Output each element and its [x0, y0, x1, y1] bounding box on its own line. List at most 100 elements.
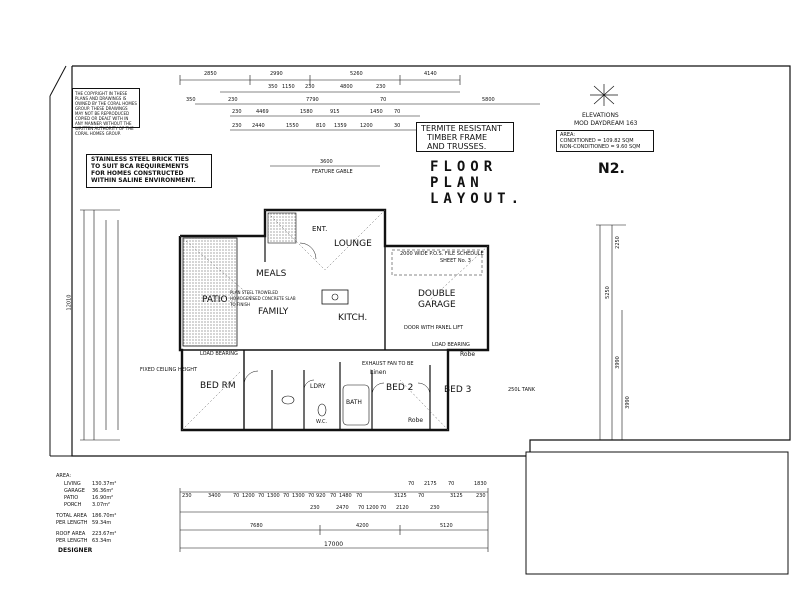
dim-top1-1: 2990: [270, 71, 283, 77]
dim-top3-4: 5800: [482, 97, 495, 103]
dim-bot1-7: 1300: [292, 493, 305, 499]
roof-area-value: 223.67m²: [92, 531, 117, 537]
dim-bot2-1: 2470: [336, 505, 349, 511]
sheet-border: [71, 65, 791, 457]
sink: [331, 293, 339, 301]
brick-note-line-1: STAINLESS STEEL BRICK TIES: [91, 156, 190, 163]
load-bearing-note: LOAD BEARING: [200, 351, 238, 357]
room-ent: ENT.: [312, 225, 328, 233]
dim-bot1-15: 3125: [450, 493, 463, 499]
sheet-left-edge: [49, 65, 67, 97]
dim-bot1-0: 230: [182, 493, 192, 499]
dim-top5-5: 1200: [360, 123, 373, 129]
dim-top2-3: 4800: [340, 84, 353, 90]
dim-top5-2: 1550: [286, 123, 299, 129]
dim-bot3-2: 5120: [440, 523, 453, 529]
dim-top5-0: 230: [232, 123, 242, 129]
non-conditioned-area: NON-CONDITIONED = 9.60 SQM: [560, 144, 641, 150]
porch-hatch: [267, 212, 297, 244]
dim-top5-3: 810: [316, 123, 326, 129]
bathtub: [342, 384, 370, 426]
bottom-dimension-lines: [179, 488, 489, 552]
floor-plan-title-3: LAYOUT.: [430, 191, 525, 207]
sheet-note: SHEET No. 3: [440, 258, 471, 264]
termite-note-line-2: TIMBER FRAME: [427, 133, 488, 142]
dim-top4-3: 915: [330, 109, 340, 115]
area-row-porch-label: PORCH: [64, 502, 82, 508]
room-family: FAMILY: [258, 307, 289, 317]
room-bath: BATH: [346, 399, 362, 406]
feature-gable-label: FEATURE GABLE: [312, 169, 353, 175]
dim-right-1: 5250: [604, 286, 611, 299]
floor-plan-title-2: PLAN: [430, 175, 484, 191]
termite-note-line-3: AND TRUSSES.: [427, 142, 487, 151]
dim-top5-6: 30: [394, 123, 401, 129]
dim-top3-2: 7790: [306, 97, 319, 103]
exhaust-fan-note: EXHAUST FAN TO BE: [362, 361, 414, 367]
dim-bot2-0: 230: [310, 505, 320, 511]
dim-top5-1: 2440: [252, 123, 265, 129]
room-ldry: LDRY: [310, 383, 326, 390]
dim-bot1-4: 70: [258, 493, 265, 499]
dim-small-0: 70: [408, 481, 415, 487]
room-garage-1: DOUBLE: [418, 289, 456, 299]
room-lounge: LOUNGE: [334, 239, 372, 249]
dim-top3-0: 350: [186, 97, 196, 103]
dim-top2-0: 350: [268, 84, 278, 90]
brick-note-line-3: FOR HOMES CONSTRUCTED: [91, 170, 184, 177]
garage-dashed-zone: [391, 249, 483, 276]
room-robe-1: Robe: [460, 351, 476, 358]
room-bed2: BED 2: [386, 383, 414, 393]
room-bed3: BED 3: [444, 385, 472, 395]
dim-bot3-1: 4200: [356, 523, 369, 529]
left-dimension-lines: [80, 209, 120, 441]
brick-note-line-2: TO SUIT BCA REQUIREMENTS: [91, 163, 189, 170]
dim-bot2-5: 2120: [396, 505, 409, 511]
room-bed-rm: BED RM: [200, 381, 236, 391]
dim-bot1-3: 1200: [242, 493, 255, 499]
basin: [281, 395, 295, 405]
kitchen-note: PLAN STEEL TROWELED HOMOGENISED CONCRETE…: [230, 290, 296, 307]
dim-bot1-6: 70: [283, 493, 290, 499]
house-walls: [178, 208, 490, 432]
area-info-label: AREA:: [560, 132, 576, 138]
dim-bot1-12: 70: [356, 493, 363, 499]
dim-bot1-1: 3400: [208, 493, 221, 499]
dim-top5-4: 1359: [334, 123, 347, 129]
dim-bot2-4: 70: [380, 505, 387, 511]
room-linen: Linen: [370, 369, 387, 376]
dim-top2-2: 230: [305, 84, 315, 90]
design-name: MOD DAYDREAM 163: [574, 120, 638, 127]
brick-note-line-4: WITHIN SALINE ENVIRONMENT.: [91, 177, 196, 184]
area-info-box: AREA: CONDITIONED = 109.82 SQM NON-CONDI…: [556, 130, 654, 152]
dim-top4-5: 70: [394, 109, 401, 115]
dim-bot1-16: 230: [476, 493, 486, 499]
per-length-label: PER LENGTH: [56, 520, 88, 526]
room-patio: PATIO: [202, 295, 228, 305]
area-row-patio-label: PATIO: [64, 495, 79, 501]
dim-small-2: 70: [448, 481, 455, 487]
dim-bot1-11: 1480: [339, 493, 352, 499]
room-garage-2: GARAGE: [418, 300, 456, 310]
floor-plan-title-1: FLOOR: [430, 159, 498, 175]
garage-note: 2000 WIDE P.O.S. FILE SCHEDULE: [400, 251, 484, 257]
dim-top3-3: 70: [380, 97, 387, 103]
dim-bot1-5: 1300: [267, 493, 280, 499]
dim-small-3: 1830: [474, 481, 487, 487]
dim-bottom-total: 17000: [324, 541, 344, 548]
dim-bot2-6: 230: [430, 505, 440, 511]
kitchen-island: [321, 289, 349, 305]
door-swings: [243, 242, 431, 396]
roof-area-label: ROOF AREA: [56, 531, 86, 537]
feature-gable-dim: 3600: [320, 159, 333, 165]
dim-bot1-2: 70: [233, 493, 240, 499]
dim-small-1: 2175: [424, 481, 437, 487]
dim-top2-4: 230: [376, 84, 386, 90]
elevations-label: ELEVATIONS: [582, 112, 619, 119]
toilet: [317, 403, 327, 417]
room-robe-2: Robe: [408, 417, 424, 424]
dim-top4-2: 1580: [300, 109, 313, 115]
drawing-number: N2.: [598, 161, 625, 177]
area-row-garage-label: GARAGE: [64, 488, 85, 494]
copyright-note: THE COPYRIGHT IN THESE PLANS AND DRAWING…: [72, 88, 140, 136]
